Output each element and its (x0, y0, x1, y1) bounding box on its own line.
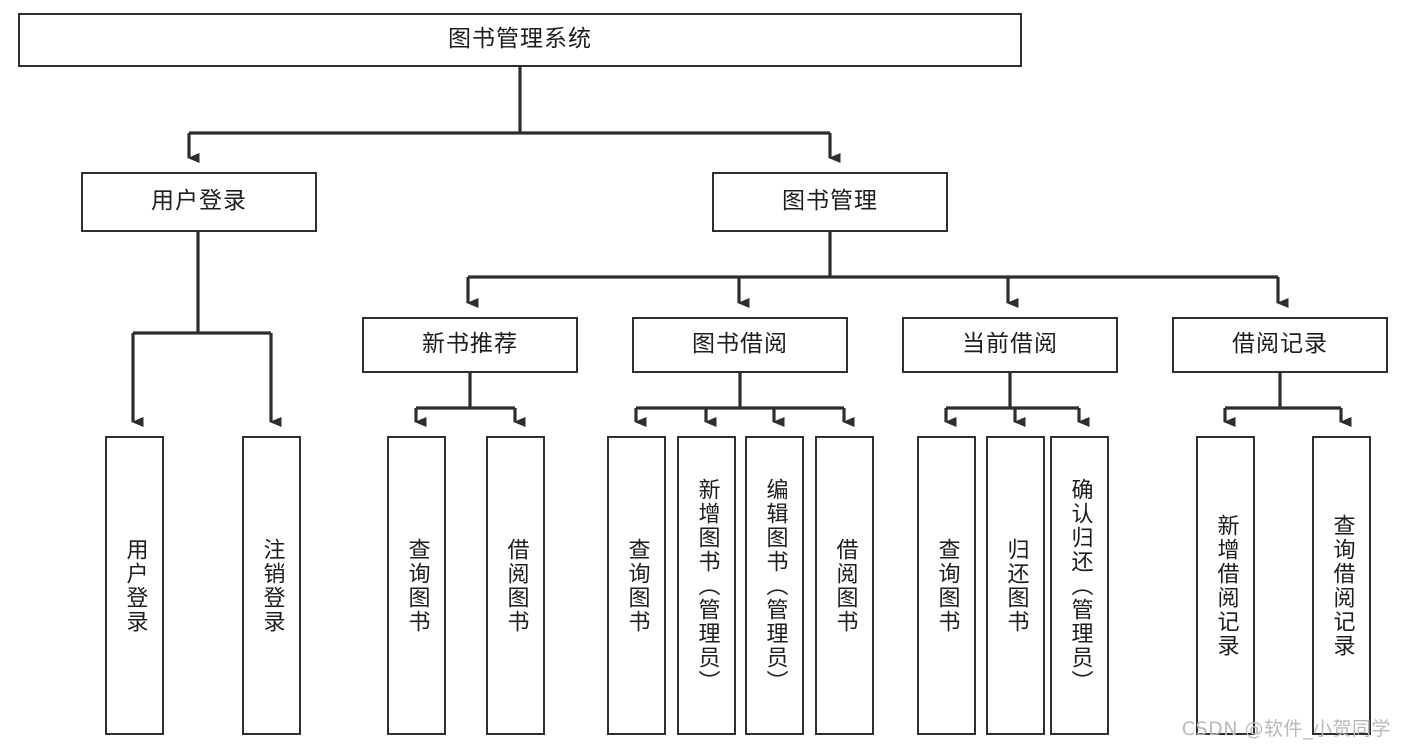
node-root[interactable]: 图书管理系统 (18, 13, 1022, 67)
node-leaf-query-book-borrow[interactable]: 查询图书 (607, 436, 666, 735)
node-root-label: 图书管理系统 (448, 26, 592, 53)
node-leaf-query-book-rec[interactable]: 查询图书 (387, 436, 446, 735)
node-leaf-add-book-admin-label: 新增图书（管理员） (694, 477, 720, 694)
node-leaf-return-book[interactable]: 归还图书 (986, 436, 1045, 735)
node-leaf-borrow-book-label: 借阅图书 (832, 537, 858, 634)
node-leaf-query-book-rec-label: 查询图书 (404, 537, 430, 634)
node-leaf-user-login[interactable]: 用户登录 (105, 436, 164, 735)
node-leaf-logout[interactable]: 注销登录 (242, 436, 301, 735)
node-book-borrow-label: 图书借阅 (692, 331, 788, 358)
node-current-borrow[interactable]: 当前借阅 (902, 317, 1118, 373)
node-leaf-add-book-admin[interactable]: 新增图书（管理员） (677, 436, 736, 735)
node-leaf-add-borrow-record[interactable]: 新增借阅记录 (1196, 436, 1255, 735)
node-leaf-return-book-label: 归还图书 (1003, 537, 1029, 634)
watermark: CSDN @软件_小贺同学 (1181, 718, 1391, 740)
node-borrow-record-label: 借阅记录 (1232, 331, 1328, 358)
node-leaf-query-book-cur[interactable]: 查询图书 (917, 436, 976, 735)
node-leaf-confirm-return-admin-label: 确认归还（管理员） (1067, 477, 1093, 694)
node-borrow-record[interactable]: 借阅记录 (1172, 317, 1388, 373)
node-leaf-borrow-book-rec-label: 借阅图书 (503, 537, 529, 634)
node-book-borrow[interactable]: 图书借阅 (632, 317, 848, 373)
node-leaf-user-login-label: 用户登录 (122, 537, 148, 634)
node-leaf-borrow-book[interactable]: 借阅图书 (815, 436, 874, 735)
node-book-management-label: 图书管理 (782, 188, 878, 215)
node-new-book-recommend-label: 新书推荐 (422, 331, 518, 358)
node-current-borrow-label: 当前借阅 (962, 331, 1058, 358)
node-leaf-add-borrow-record-label: 新增借阅记录 (1213, 513, 1239, 658)
node-leaf-query-book-borrow-label: 查询图书 (624, 537, 650, 634)
node-leaf-edit-book-admin[interactable]: 编辑图书（管理员） (745, 436, 804, 735)
node-leaf-query-borrow-record[interactable]: 查询借阅记录 (1312, 436, 1371, 735)
node-leaf-edit-book-admin-label: 编辑图书（管理员） (762, 477, 788, 694)
node-leaf-borrow-book-rec[interactable]: 借阅图书 (486, 436, 545, 735)
node-user-login[interactable]: 用户登录 (81, 172, 317, 232)
node-user-login-label: 用户登录 (151, 188, 247, 215)
node-leaf-query-borrow-record-label: 查询借阅记录 (1329, 513, 1355, 658)
node-leaf-confirm-return-admin[interactable]: 确认归还（管理员） (1050, 436, 1109, 735)
node-leaf-query-book-cur-label: 查询图书 (934, 537, 960, 634)
node-book-management[interactable]: 图书管理 (712, 172, 948, 232)
node-leaf-logout-label: 注销登录 (259, 537, 285, 634)
node-new-book-recommend[interactable]: 新书推荐 (362, 317, 578, 373)
